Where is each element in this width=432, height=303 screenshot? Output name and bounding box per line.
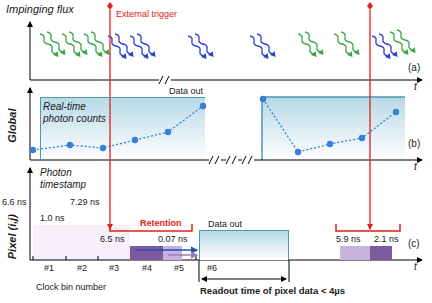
photon-count-trace (132, 137, 138, 143)
axes (30, 22, 422, 260)
photon-count-trace (295, 149, 301, 155)
panel-tag: (a) (408, 62, 420, 74)
axis-breaks (242, 156, 254, 164)
photon-count-trace (165, 129, 171, 135)
retention-label: Retention (140, 218, 182, 229)
timestamp-bins (370, 246, 392, 260)
global-bands (40, 97, 405, 160)
photon-count-trace (359, 135, 365, 141)
photon-flux (334, 32, 360, 57)
external-trigger (336, 224, 400, 231)
panel-heading: Photon timestamp (40, 167, 100, 191)
photon-flux (40, 32, 66, 57)
photon-flux (390, 30, 416, 55)
photon-count-trace (67, 142, 73, 148)
bin-number: #3 (109, 263, 119, 274)
external-trigger (107, 2, 400, 231)
axis-title: Clock bin number (36, 282, 106, 293)
axis-breaks (242, 156, 252, 164)
axis-breaks (209, 156, 221, 164)
row-label: Pixel (i,j) (6, 213, 19, 258)
duration-value: 5.9 ns (336, 234, 361, 245)
axes (30, 168, 31, 260)
axes (30, 80, 422, 81)
bin-number: #4 (142, 263, 152, 274)
photon-flux (188, 34, 214, 59)
readout-span (199, 260, 289, 282)
band-heading: Data out (169, 86, 203, 97)
data-out-box: Data out (199, 230, 289, 260)
photon-flux (40, 30, 416, 59)
timestamp-bins (340, 246, 370, 260)
photon-flux (250, 34, 276, 59)
axis-breaks (159, 76, 171, 84)
photon-flux (108, 34, 134, 59)
photon-flux (84, 32, 110, 57)
axis-breaks (159, 76, 254, 164)
axes (30, 22, 31, 80)
bin-number: #6 (207, 263, 217, 274)
photon-count-trace (30, 147, 36, 153)
timestamp-bins (163, 246, 182, 260)
global-bands (40, 97, 205, 160)
photon-flux (298, 32, 324, 57)
axis-label: t (414, 81, 417, 93)
duration-value: 6.6 ns (2, 197, 27, 208)
duration-value: 6.5 ns (100, 234, 125, 245)
duration-value: 2.1 ns (374, 234, 399, 245)
axis-label: t (414, 161, 417, 173)
photon-count-trace (327, 141, 333, 147)
data-out-band: Data outReal-time photon counts (40, 97, 205, 160)
photon-count-trace (33, 106, 203, 150)
external-trigger (107, 2, 113, 10)
bin-number: #2 (77, 263, 87, 274)
photon-count-trace (393, 109, 399, 115)
photon-count-trace (263, 99, 396, 152)
timestamp-bins (130, 246, 163, 260)
duration-value: 1.0 ns (40, 213, 65, 224)
axis-breaks (209, 156, 219, 164)
readout-note: Readout time of pixel data < 4µs (200, 285, 345, 296)
external-trigger (367, 2, 373, 10)
timestamp-bins (168, 254, 197, 256)
trigger-label: External trigger (116, 9, 177, 20)
photon-count-trace (100, 145, 106, 151)
photon-flux (130, 34, 156, 59)
bin-number: #5 (174, 263, 184, 274)
duration-value: 7.29 ns (70, 197, 100, 208)
axis-breaks (226, 156, 236, 164)
external-trigger (109, 10, 110, 229)
band-title: Real-time photon counts (43, 101, 107, 125)
panel-tag: (c) (408, 238, 420, 250)
axis-breaks (226, 156, 238, 164)
photon-count-trace (200, 103, 206, 109)
photon-count-trace (30, 96, 399, 155)
readout-span (202, 279, 286, 280)
row-label: Global (6, 108, 19, 142)
axis-label: t (414, 261, 417, 273)
bin-number: #1 (44, 263, 54, 274)
global-bands (262, 97, 405, 160)
timestamp-bins (135, 249, 197, 251)
panel-tag: (b) (408, 138, 420, 150)
duration-value: 0.07 ns (158, 234, 188, 245)
panel-heading: Impinging flux (6, 3, 74, 16)
readout-span (199, 260, 289, 282)
external-trigger (369, 10, 370, 229)
box-heading: Data out (208, 219, 242, 230)
photon-count-trace (260, 96, 266, 102)
photon-flux (62, 32, 88, 57)
global-bands (262, 97, 405, 160)
axis-breaks (159, 76, 169, 84)
